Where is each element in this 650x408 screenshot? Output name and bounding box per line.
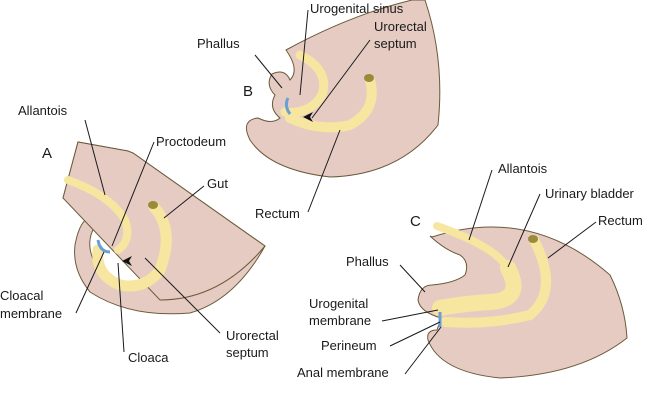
label-cloaca: Cloaca: [128, 350, 169, 365]
arrowhead-a: [122, 256, 132, 266]
label-proctodeum: Proctodeum: [156, 134, 226, 149]
label-urogenital-membrane-2: membrane: [309, 313, 371, 328]
panel-b: B Phallus Urogenital sinus Urorectal sep…: [197, 0, 441, 221]
label-gut: Gut: [207, 176, 228, 191]
label-cloacal-membrane-2: membrane: [0, 306, 62, 321]
label-rectum-c: Rectum: [598, 213, 643, 228]
label-cloacal-membrane-1: Cloacal: [0, 288, 43, 303]
label-allantois-c: Allantois: [498, 161, 548, 176]
label-perineum: Perineum: [321, 338, 377, 353]
label-phallus-b: Phallus: [197, 36, 240, 51]
label-urinary-bladder: Urinary bladder: [545, 186, 635, 201]
label-urogenital-sinus: Urogenital sinus: [310, 1, 404, 16]
panel-a: A Allantois Proctodeum Gut Cloacal membr…: [0, 103, 279, 365]
label-urorectal-b-2: septum: [374, 36, 417, 51]
label-urorectal-a-2: septum: [226, 345, 269, 360]
label-allantois-a: Allantois: [18, 103, 68, 118]
arrowhead-b: [303, 112, 313, 122]
rectum-lumen-c: [528, 235, 538, 243]
panel-letter-b: B: [243, 83, 253, 100]
embryo-tissue-b: [245, 0, 441, 178]
cloacal-membrane-b: [284, 97, 292, 115]
label-urogenital-membrane-1: Urogenital: [309, 296, 368, 311]
label-urorectal-a-1: Urorectal: [226, 328, 279, 343]
embryo-tissue-c: [417, 226, 628, 379]
label-anal-membrane: Anal membrane: [297, 365, 389, 380]
label-rectum-b: Rectum: [255, 206, 300, 221]
cloacal-membrane-a: [96, 239, 111, 254]
panel-letter-c: C: [410, 213, 421, 230]
label-urorectal-b-1: Urorectal: [374, 19, 427, 34]
panel-letter-a: A: [42, 145, 52, 162]
gut-lumen-a: [148, 201, 158, 209]
panel-c: C Allantois Urinary bladder Rectum Phall…: [297, 161, 643, 380]
rectum-lumen-b: [364, 74, 374, 82]
label-phallus-c: Phallus: [346, 254, 389, 269]
